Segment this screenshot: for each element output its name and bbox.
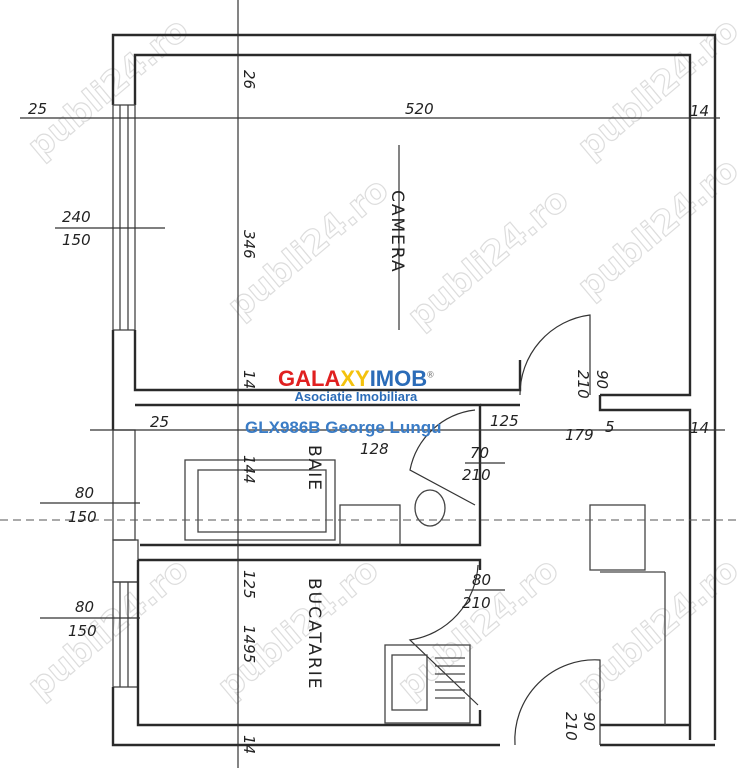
dim-window1-width: 240: [62, 208, 91, 226]
fixtures: [184, 459, 471, 724]
logo-brand-part3: IMOB: [369, 366, 428, 391]
dim-room-width: 520: [405, 100, 434, 118]
room-label-bucatarie: BUCATARIE: [304, 578, 324, 691]
logo-registered-mark: ®: [427, 369, 434, 380]
dim-bath-depth: 144: [240, 455, 258, 484]
room-label-baie: BAIE: [304, 445, 324, 492]
room-label-camera: CAMERA: [387, 190, 407, 274]
watermark: publi24.ro: [210, 550, 386, 707]
dim-right-wall-mid: 14: [690, 419, 709, 437]
dim-door1-width: 90: [593, 370, 611, 389]
doors: [408, 314, 601, 746]
dim-door3-width: 80: [472, 571, 491, 589]
dim-left-wall-top: 25: [28, 100, 47, 118]
bathtub: [184, 459, 336, 541]
dim-window3-height: 150: [68, 622, 97, 640]
dim-hall-wall: 125: [490, 412, 519, 430]
dim-door2-width: 70: [470, 444, 489, 462]
agent-label: GLX986B George Lungu: [245, 418, 442, 437]
dim-wall-mid: 14: [240, 370, 258, 389]
logo-brand-part1: GALA: [278, 366, 341, 391]
dim-door2-height: 210: [462, 466, 491, 484]
dim-window1-height: 150: [62, 231, 91, 249]
logo-brand: GALAXYIMOB®: [278, 366, 434, 392]
dim-kitchen-depth: 1495: [240, 625, 258, 663]
dim-hall-offset: 5: [605, 418, 615, 436]
dimension-labels: 26 25 520 14 240 150 346 CAMERA 14 90 21…: [28, 70, 709, 754]
dim-bottom-wall: 14: [240, 735, 258, 754]
logo-brand-part2: XY: [340, 366, 370, 391]
dim-entry-door-height: 210: [562, 712, 580, 741]
dim-door3-height: 210: [462, 594, 491, 612]
stove: [384, 644, 471, 724]
watermark: publi24.ro: [20, 10, 196, 167]
dim-door1-height: 210: [574, 370, 592, 399]
walls: [111, 33, 717, 747]
dim-hall-width: 179: [565, 426, 594, 444]
dim-window2-height: 150: [68, 508, 97, 526]
dim-right-wall-top: 14: [690, 102, 709, 120]
toilet: [414, 489, 446, 527]
agency-logo: GALAXYIMOB® Asociatie Imobiliara: [278, 366, 434, 404]
dim-top-wall: 26: [240, 70, 258, 89]
dim-window3-width: 80: [75, 598, 94, 616]
dim-left-wall-mid: 25: [150, 413, 169, 431]
logo-subtitle: Asociatie Imobiliara: [294, 389, 418, 404]
dim-room-depth: 346: [240, 230, 258, 259]
watermark: publi24.ro: [400, 180, 576, 337]
watermark: publi24.ro: [20, 550, 196, 707]
sink: [339, 504, 401, 546]
dim-entry-door-width: 90: [580, 712, 598, 731]
dim-bath-width: 128: [360, 440, 389, 458]
dim-wall-bath-kitchen: 125: [240, 570, 258, 599]
dim-window2-width: 80: [75, 484, 94, 502]
